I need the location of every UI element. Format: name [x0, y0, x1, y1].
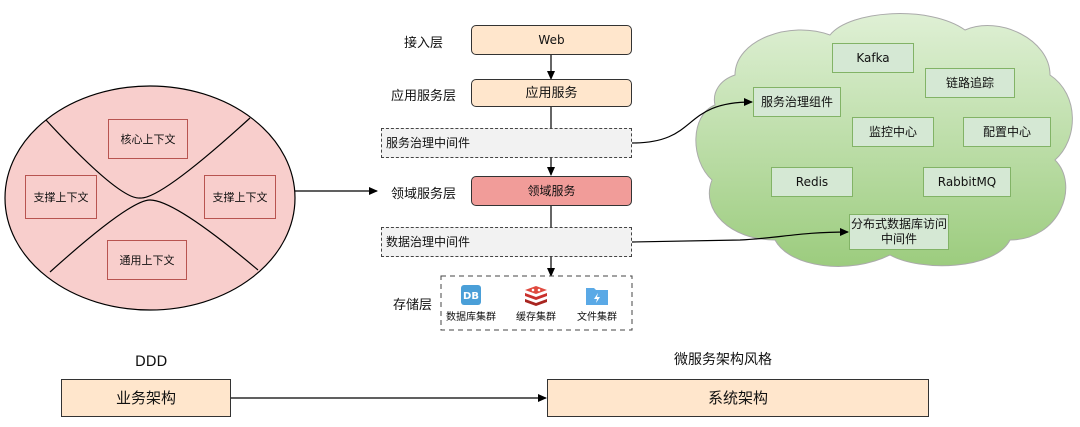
label-domain-layer: 领域服务层	[390, 187, 456, 202]
data-governance-middleware[interactable]: 数据治理中间件	[381, 227, 632, 257]
label-app-layer: 应用服务层	[390, 89, 456, 104]
redis-icon	[525, 286, 547, 306]
service-governance-middleware[interactable]: 服务治理中间件	[381, 128, 632, 158]
microservice-caption: 微服务架构风格	[674, 352, 772, 368]
context-core[interactable]: 核心上下文	[108, 119, 188, 159]
context-support-right[interactable]: 支撑上下文	[204, 175, 276, 219]
ddd-caption: DDD	[135, 354, 168, 370]
storage-cache-cluster[interactable]: 缓存集群	[506, 284, 566, 323]
system-architecture-box[interactable]: 系统架构	[547, 379, 929, 417]
storage-db-label: 数据库集群	[446, 312, 496, 323]
label-storage-layer: 存储层	[392, 298, 432, 313]
connector-service-governance	[631, 98, 753, 144]
cloud-kafka[interactable]: Kafka	[832, 43, 914, 73]
distributed-db-line2: 中间件	[880, 232, 917, 246]
storage-file-cluster[interactable]: 文件集群	[567, 284, 627, 323]
web-box[interactable]: Web	[471, 25, 632, 55]
context-support-left[interactable]: 支撑上下文	[25, 175, 97, 219]
storage-cache-label: 缓存集群	[516, 312, 556, 323]
domain-service-box[interactable]: 领域服务	[471, 176, 632, 206]
storage-file-label: 文件集群	[577, 312, 617, 323]
cloud-distributed-db-middleware[interactable]: 分布式数据库访问 中间件	[849, 214, 949, 250]
database-icon: DB	[461, 285, 481, 305]
storage-db-cluster[interactable]: DB 数据库集群	[441, 284, 501, 323]
distributed-db-line1: 分布式数据库访问	[850, 217, 947, 231]
cloud-service-governance-component[interactable]: 服务治理组件	[753, 87, 841, 117]
cloud-monitor-center[interactable]: 监控中心	[852, 117, 934, 147]
label-access-layer: 接入层	[403, 36, 443, 51]
context-generic[interactable]: 通用上下文	[107, 240, 187, 280]
cloud-rabbitmq[interactable]: RabbitMQ	[923, 167, 1011, 197]
db-icon-text: DB	[463, 291, 479, 302]
cloud-tracing[interactable]: 链路追踪	[925, 68, 1015, 98]
ddd-divider-lower	[49, 199, 259, 273]
folder-icon	[586, 288, 608, 305]
cloud-redis[interactable]: Redis	[771, 167, 853, 197]
connector-data-governance	[631, 228, 849, 243]
cloud-config-center[interactable]: 配置中心	[963, 117, 1051, 147]
business-architecture-box[interactable]: 业务架构	[61, 379, 231, 417]
ddd-divider-upper	[45, 117, 251, 199]
app-service-box[interactable]: 应用服务	[471, 79, 632, 107]
